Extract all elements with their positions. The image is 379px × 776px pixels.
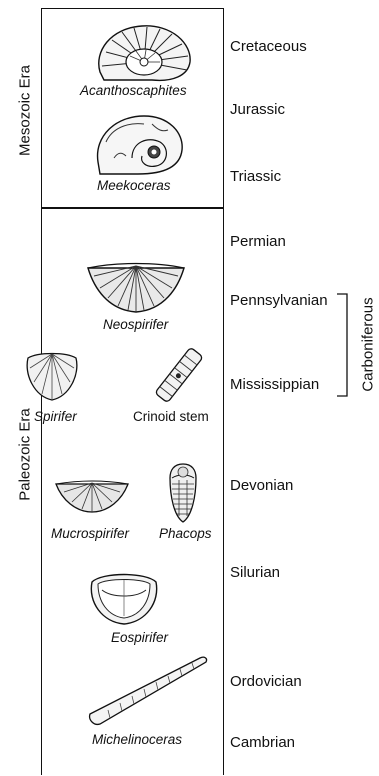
period-silurian: Silurian xyxy=(230,564,280,581)
fossil-name-phacops: Phacops xyxy=(159,526,212,541)
fossil-name-eospirifer: Eospirifer xyxy=(111,630,168,645)
period-mississippian: Mississippian xyxy=(230,376,319,393)
fossil-name-crinoid-stem: Crinoid stem xyxy=(133,409,209,424)
period-devonian: Devonian xyxy=(230,477,293,494)
brachiopod-icon xyxy=(54,478,130,514)
trilobite-icon xyxy=(168,462,198,524)
brachiopod-shell-icon xyxy=(24,350,80,402)
period-cretaceous: Cretaceous xyxy=(230,38,307,55)
brachiopod-icon xyxy=(86,258,186,316)
crinoid-stem-icon xyxy=(148,346,210,404)
era-label-paleozoic: Paleozoic Era xyxy=(17,400,34,510)
nautiloid-icon xyxy=(86,654,210,730)
fossil-name-michelinoceras: Michelinoceras xyxy=(92,732,182,747)
brachiopod-icon xyxy=(88,568,160,626)
period-permian: Permian xyxy=(230,233,286,250)
carboniferous-label: Carboniferous xyxy=(360,295,377,395)
period-triassic: Triassic xyxy=(230,168,281,185)
fossil-name-meekoceras: Meekoceras xyxy=(97,178,171,193)
period-ordovician: Ordovician xyxy=(230,673,302,690)
ammonoid-icon xyxy=(92,112,186,176)
carboniferous-bracket xyxy=(336,293,350,397)
period-jurassic: Jurassic xyxy=(230,101,285,118)
fossil-name-mucrospirifer: Mucrospirifer xyxy=(51,526,129,541)
era-label-mesozoic: Mesozoic Era xyxy=(17,61,34,161)
fossil-name-spirifer: Spirifer xyxy=(34,409,77,424)
period-cambrian: Cambrian xyxy=(230,734,295,751)
fossil-name-acanthoscaphites: Acanthoscaphites xyxy=(80,83,187,98)
fossil-name-neospirifer: Neospirifer xyxy=(103,317,168,332)
period-pennsylvanian: Pennsylvanian xyxy=(230,292,328,309)
ammonite-icon xyxy=(92,22,196,84)
